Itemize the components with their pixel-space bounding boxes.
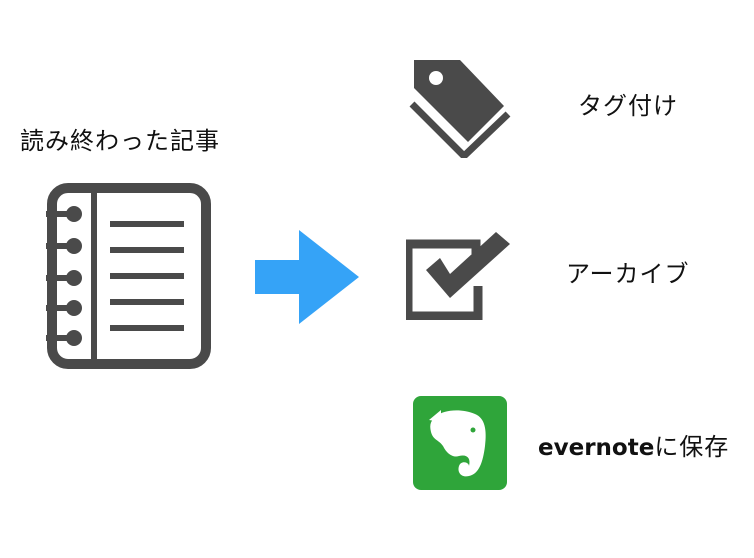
notebook-icon	[46, 183, 211, 369]
evernote-elephant-icon	[413, 396, 507, 490]
evernote-label: evernoteに保存	[538, 433, 729, 462]
evernote-suffix-text: に保存	[654, 433, 730, 461]
source-label: 読み終わった記事	[20, 127, 220, 155]
arrow-right-icon	[255, 230, 359, 324]
archive-label: アーカイブ	[566, 260, 690, 288]
tag-label: タグ付け	[578, 92, 678, 120]
evernote-brand-text: evernote	[538, 435, 655, 461]
tag-icon	[409, 60, 511, 158]
checkbox-icon	[406, 232, 510, 320]
